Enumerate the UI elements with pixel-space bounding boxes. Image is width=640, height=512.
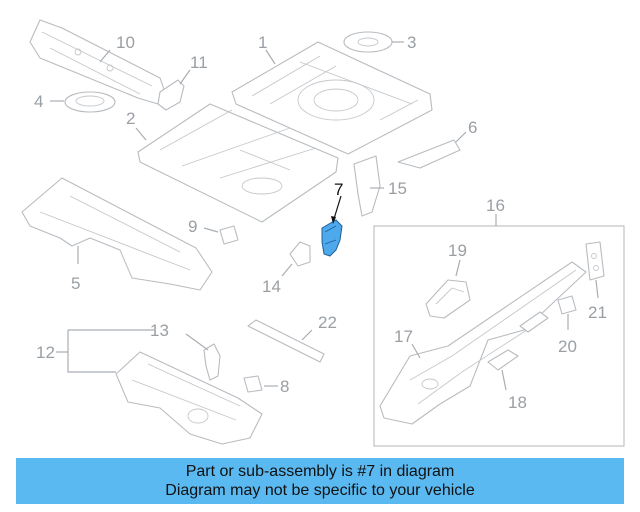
banner-line-2: Diagram may not be specific to your vehi…: [165, 482, 475, 499]
callout-13: 13: [150, 321, 169, 340]
callout-4: 4: [34, 92, 43, 111]
part-8-bracket: [243, 375, 263, 393]
part-13-bracket: [203, 343, 221, 381]
part-3-plug: [343, 31, 393, 53]
leader-7-arrow: [331, 216, 336, 224]
leader-2: [135, 127, 147, 141]
part-1-rear-floor: [231, 41, 433, 155]
part-17-side-rail: [379, 261, 587, 425]
parts-diagram: 1 2 3 4 5 6 7 8 9 10 11 12 13 14 15 16 1…: [21, 19, 625, 447]
info-banner: Part or sub-assembly is #7 in diagram Di…: [16, 458, 624, 504]
callout-12: 12: [36, 343, 55, 362]
callout-20: 20: [558, 337, 577, 356]
callout-9: 9: [188, 217, 197, 236]
part-11-bracket: [157, 79, 185, 111]
part-19-bracket: [425, 279, 471, 319]
part-22-member: [247, 319, 325, 363]
leader-18: [501, 369, 507, 391]
callout-3: 3: [407, 33, 416, 52]
banner-line-1: Part or sub-assembly is #7 in diagram: [185, 463, 455, 480]
part-18-bracket: [487, 311, 549, 371]
callout-21: 21: [588, 303, 607, 322]
part-2-floor-panel: [137, 103, 339, 223]
part-4-plug: [64, 91, 116, 113]
callout-6: 6: [468, 118, 477, 137]
leader-17: [411, 343, 421, 359]
leader-1: [265, 49, 276, 65]
callout-18: 18: [508, 393, 527, 412]
part-7-highlighted[interactable]: [321, 219, 343, 257]
part-6-extension: [397, 139, 461, 169]
callout-1: 1: [258, 33, 267, 52]
leader-19: [455, 259, 461, 277]
callout-15: 15: [388, 179, 407, 198]
part-21-bracket: [585, 241, 605, 281]
leader-9: [203, 227, 219, 233]
part-14-bracket: [289, 241, 311, 267]
callout-14: 14: [262, 277, 281, 296]
leader-10: [99, 49, 111, 63]
leader-14: [281, 263, 293, 277]
callout-10: 10: [116, 33, 135, 52]
part-12-crossmember: [115, 351, 263, 445]
part-20-bracket: [557, 295, 577, 315]
leader-21: [595, 279, 599, 299]
leader-13: [185, 333, 209, 351]
leader-6: [455, 131, 467, 143]
group-16-frame: [373, 225, 625, 447]
part-15-pillar: [353, 155, 381, 217]
callout-7: 7: [334, 180, 343, 199]
callout-2: 2: [126, 109, 135, 128]
part-9-bracket: [219, 225, 239, 245]
callout-22: 22: [318, 313, 337, 332]
callout-16: 16: [486, 196, 505, 215]
leader-22: [301, 329, 313, 341]
part-5-crossmember: [21, 177, 213, 291]
callout-5: 5: [71, 274, 80, 293]
leader-11: [179, 69, 191, 85]
callout-19: 19: [448, 241, 467, 260]
callout-17: 17: [394, 327, 413, 346]
leader-12: [56, 329, 154, 373]
callout-11: 11: [190, 53, 208, 72]
callout-8: 8: [280, 377, 289, 396]
part-10-rail: [29, 19, 166, 105]
